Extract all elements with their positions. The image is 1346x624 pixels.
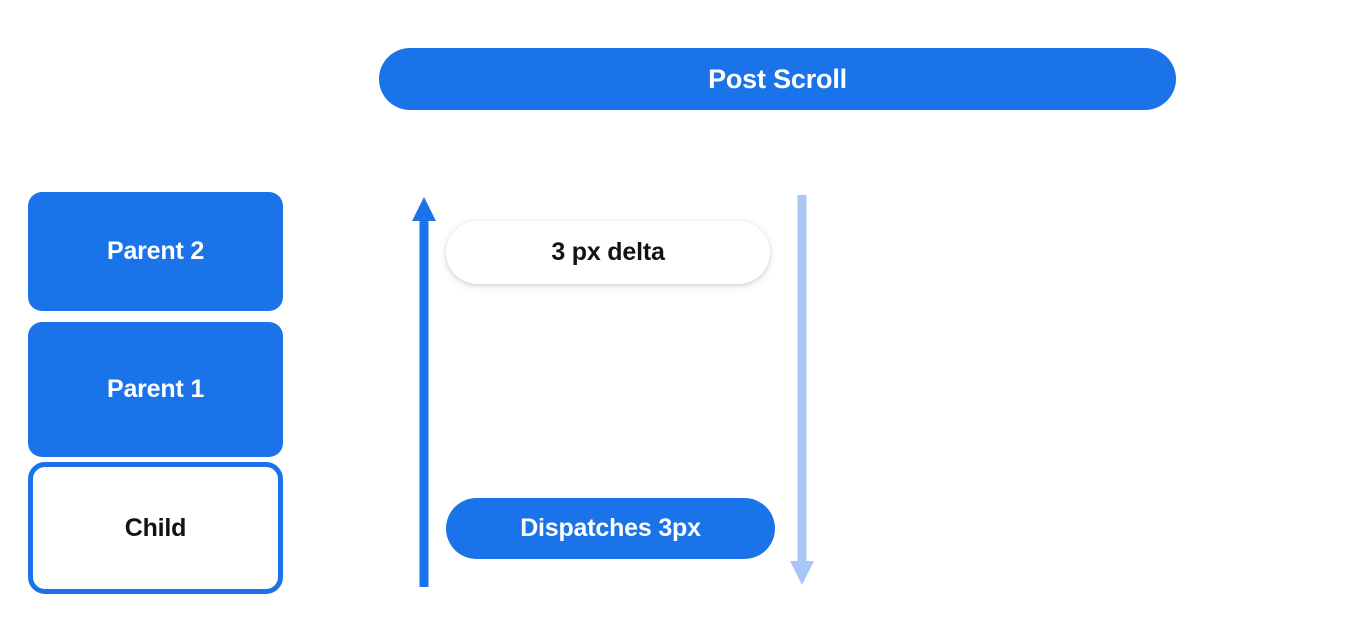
scroll-dispatch-down-arrow-icon bbox=[790, 195, 814, 585]
scroll-box-parent-1-label: Parent 1 bbox=[106, 375, 205, 403]
dispatch-chip-label: Dispatches 3px bbox=[520, 514, 701, 542]
scroll-box-child: Child bbox=[28, 462, 283, 594]
scroll-box-parent-2-label: Parent 2 bbox=[106, 237, 205, 265]
delta-chip-label: 3 px delta bbox=[551, 238, 665, 266]
dispatch-chip: Dispatches 3px bbox=[446, 498, 775, 559]
scroll-propagation-up-arrow-icon bbox=[412, 197, 436, 587]
scroll-box-parent-1: Parent 1 bbox=[28, 322, 283, 457]
delta-chip: 3 px delta bbox=[446, 221, 770, 284]
scroll-box-child-label: Child bbox=[124, 513, 187, 542]
post-scroll-header-pill: Post Scroll bbox=[379, 48, 1176, 110]
scroll-box-parent-2: Parent 2 bbox=[28, 192, 283, 311]
post-scroll-header-label: Post Scroll bbox=[708, 63, 847, 94]
